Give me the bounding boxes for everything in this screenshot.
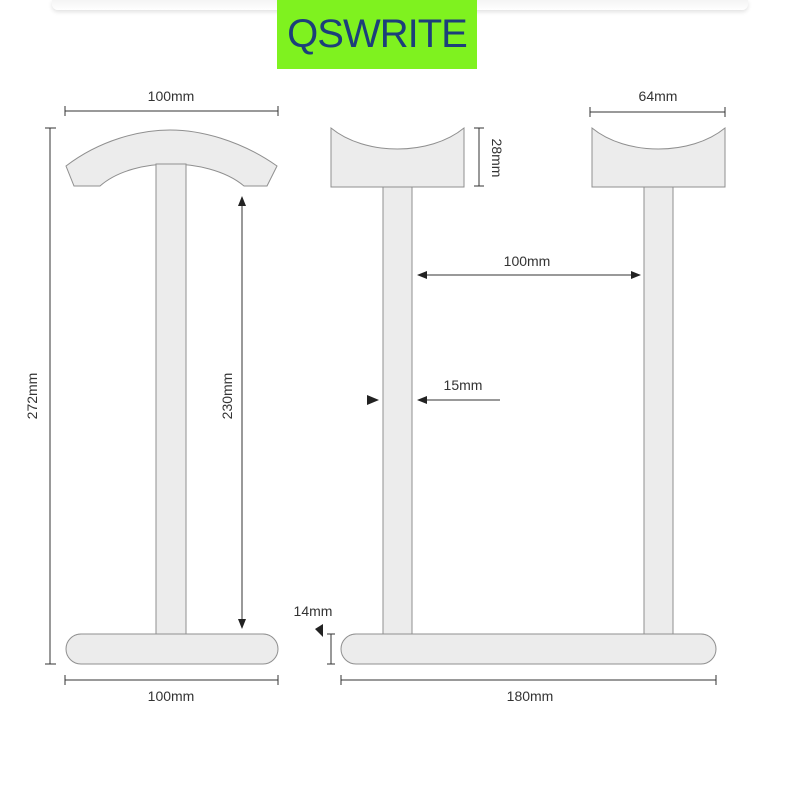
front-cradle-height-label: 28mm [489, 139, 505, 178]
front-cradle-height-dimension [474, 127, 484, 187]
front-view-right-post [643, 186, 674, 638]
side-view-base [65, 633, 279, 665]
front-post-spacing-label: 100mm [504, 253, 551, 269]
front-view-right-cradle [591, 126, 726, 188]
front-view-left-post [382, 186, 413, 638]
side-total-height-dimension [45, 127, 56, 665]
side-view: 100mm 272mm 230mm 100mm [24, 88, 279, 704]
front-cradle-width-label: 64mm [639, 88, 678, 104]
front-base-height-label: 14mm [294, 603, 333, 619]
front-view-left-cradle [330, 126, 465, 188]
side-base-width-dimension [64, 675, 279, 685]
brand-name: QSWRITE [287, 12, 468, 56]
front-cradle-width-dimension [589, 107, 726, 117]
side-view-top-arc [65, 129, 278, 187]
front-base-length-dimension [340, 675, 717, 685]
front-base-height-dimension [315, 624, 335, 665]
front-post-width-label: 15mm [444, 377, 483, 393]
side-base-width-label: 100mm [148, 688, 195, 704]
side-total-height-label: 272mm [24, 373, 40, 420]
side-top-width-dimension [64, 106, 279, 116]
side-post-height-label: 230mm [219, 373, 235, 420]
front-view-base [340, 633, 717, 665]
side-view-post [155, 163, 187, 637]
brand-logo: QSWRITE [277, 0, 477, 69]
front-base-length-label: 180mm [507, 688, 554, 704]
front-view: 64mm 28mm 100mm 15mm 14mm 180mm [294, 88, 726, 704]
front-post-width-left-arrowhead [367, 395, 379, 405]
side-top-width-label: 100mm [148, 88, 195, 104]
